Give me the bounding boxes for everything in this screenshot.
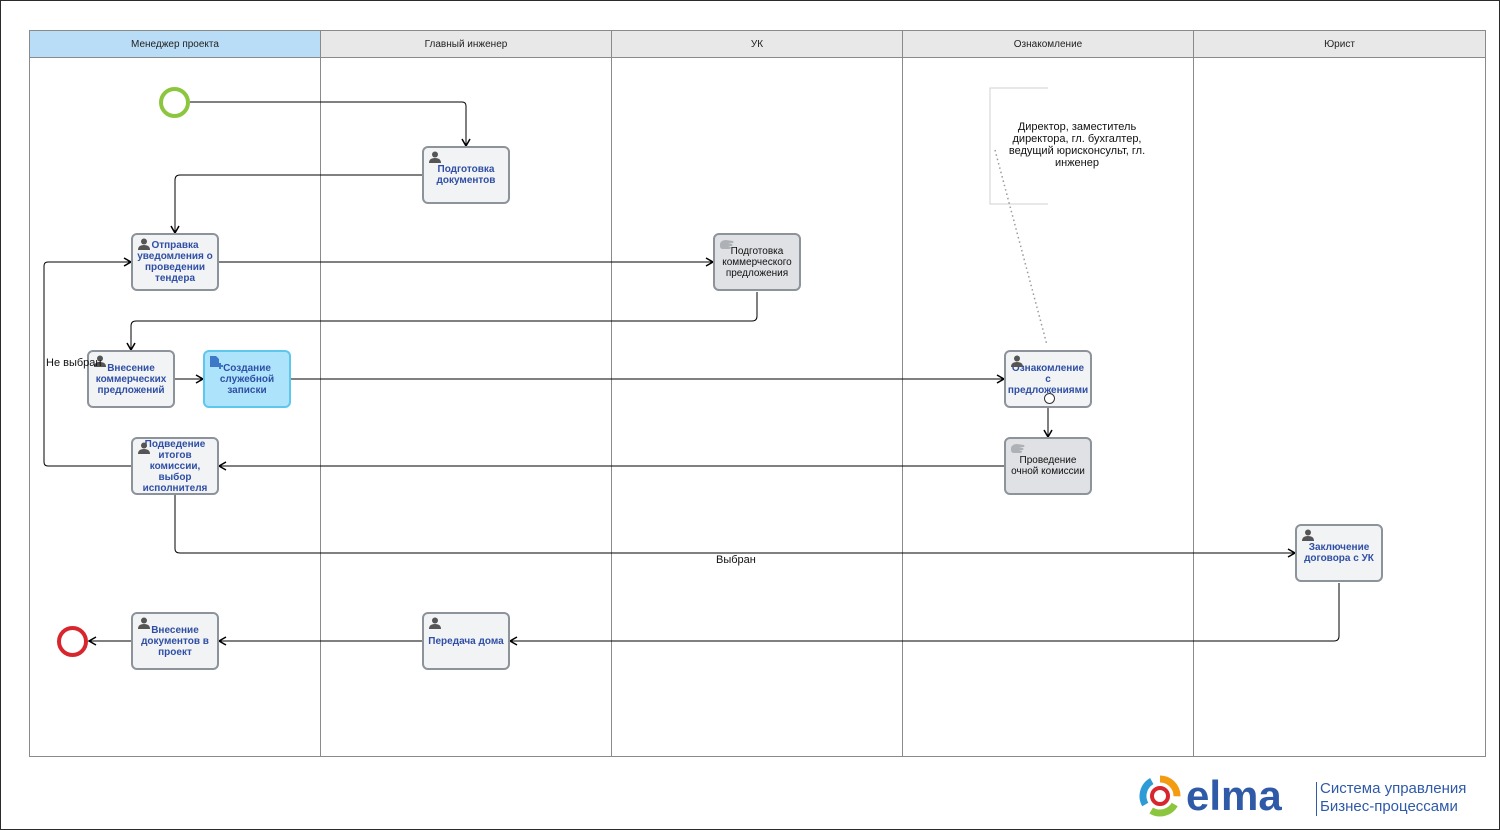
end-event[interactable] xyxy=(57,626,88,657)
lane-header-chief-engineer[interactable]: Главный инженер xyxy=(320,30,612,58)
task-enter-offers[interactable]: Внесение коммерческих предложений xyxy=(87,350,175,408)
start-event[interactable] xyxy=(159,87,190,118)
user-icon xyxy=(429,617,441,629)
lane-header-project-manager[interactable]: Менеджер проекта xyxy=(29,30,321,58)
task-label: Подведение итогов комиссии, выбор исполн… xyxy=(142,438,208,494)
task-label: Подготовка коммерческого предложения xyxy=(722,245,792,279)
lane-lawyer xyxy=(1193,58,1486,757)
document-add-icon xyxy=(210,356,223,369)
flow-prep-to-notice xyxy=(170,174,422,235)
task-commission[interactable]: Проведение очной комиссии xyxy=(1004,437,1092,495)
task-label: Передача дома xyxy=(428,635,504,647)
hand-icon xyxy=(720,240,734,249)
task-prep-docs[interactable]: Подготовка документов xyxy=(422,146,510,204)
user-icon xyxy=(1302,529,1314,541)
annotation-bracket xyxy=(989,87,1048,205)
user-icon xyxy=(1011,355,1023,367)
logo-tagline-line1: Система управления xyxy=(1320,780,1467,797)
task-label: Проведение очной комиссии xyxy=(1011,455,1085,477)
lane-label: УК xyxy=(750,38,764,50)
flow-selected xyxy=(174,495,1297,558)
task-send-notice[interactable]: Отправка уведомления о проведении тендер… xyxy=(131,233,219,291)
lane-label: Менеджер проекта xyxy=(131,38,219,50)
flow-label-selected: Выбран xyxy=(716,554,756,566)
task-prep-offer[interactable]: Подготовка коммерческого предложения xyxy=(713,233,801,291)
user-icon xyxy=(138,238,150,250)
task-label: Подготовка документов xyxy=(436,164,496,186)
logo-tagline: Система управления Бизнес-процессами xyxy=(1320,780,1466,816)
flow-label-not-selected: Не выбран xyxy=(46,357,102,369)
task-summary[interactable]: Подведение итогов комиссии, выбор исполн… xyxy=(131,437,219,495)
task-review-offers[interactable]: Ознакомление с предложениями xyxy=(1004,350,1092,408)
user-icon xyxy=(429,151,441,163)
user-icon xyxy=(138,442,150,454)
elma-logo: elma xyxy=(1139,772,1282,819)
user-icon xyxy=(94,355,106,367)
logo-divider xyxy=(1316,782,1317,816)
timer-icon xyxy=(1044,393,1055,404)
lane-label: Ознакомление xyxy=(1013,38,1083,50)
user-icon xyxy=(138,617,150,629)
lane-label: Главный инженер xyxy=(424,38,508,50)
logo-wordmark: elma xyxy=(1186,772,1282,819)
flow-contract-to-transfer xyxy=(508,583,1340,646)
lane-header-uk[interactable]: УК xyxy=(611,30,903,58)
task-label: Создание служебной записки xyxy=(219,362,275,396)
task-create-memo[interactable]: Создание служебной записки xyxy=(203,350,291,408)
flow-start-to-prep xyxy=(190,101,471,148)
task-transfer-house[interactable]: Передача дома xyxy=(422,612,510,670)
task-label: Заключение договора с УК xyxy=(1304,542,1374,564)
annotation-text: Директор, заместитель директора, гл. бух… xyxy=(1008,121,1146,169)
task-label: Ознакомление с предложениями xyxy=(1007,362,1089,396)
hand-icon xyxy=(1011,444,1025,453)
task-label: Отправка уведомления о проведении тендер… xyxy=(137,240,213,284)
task-label: Внесение документов в проект xyxy=(141,624,209,658)
lane-header-lawyer[interactable]: Юрист xyxy=(1193,30,1486,58)
task-contract[interactable]: Заключение договора с УК xyxy=(1295,524,1383,582)
lane-label: Юрист xyxy=(1324,38,1355,50)
lane-header-review[interactable]: Ознакомление xyxy=(902,30,1194,58)
annotation-association xyxy=(994,149,1048,346)
task-enter-docs[interactable]: Внесение документов в проект xyxy=(131,612,219,670)
task-label: Внесение коммерческих предложений xyxy=(95,362,167,396)
flow-offer-to-enter xyxy=(126,292,758,352)
flow-not-selected xyxy=(43,257,133,467)
logo-tagline-line2: Бизнес-процессами xyxy=(1320,798,1458,815)
